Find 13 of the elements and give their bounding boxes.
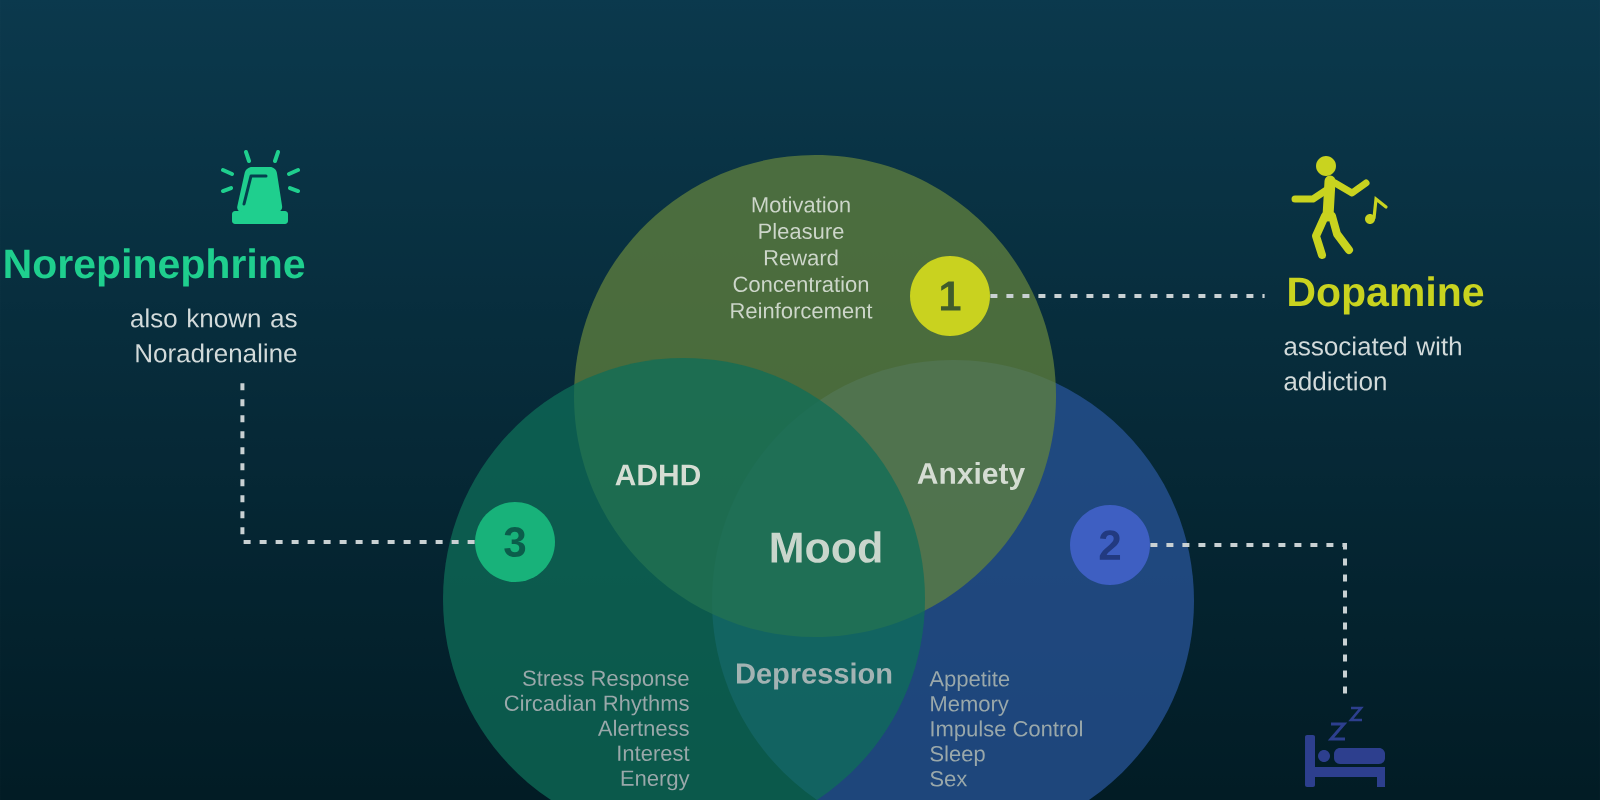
number-badge: 2 xyxy=(1070,505,1150,585)
connector-line xyxy=(240,383,475,544)
body-text: associated with addiction xyxy=(1284,336,1461,391)
heading-text: Dopamine xyxy=(1289,276,1484,315)
body-text: also known as Noradrenaline xyxy=(131,308,297,363)
connector-line xyxy=(990,294,1265,298)
number-badge: 1 xyxy=(910,256,990,336)
number-badge: 3 xyxy=(475,502,555,582)
region-label: Mood xyxy=(771,531,881,563)
region-label: Depression xyxy=(737,662,892,690)
region-label: ADHD xyxy=(615,464,701,486)
heading-text: Norepinephrine xyxy=(5,248,305,287)
bed-icon xyxy=(1305,706,1385,787)
